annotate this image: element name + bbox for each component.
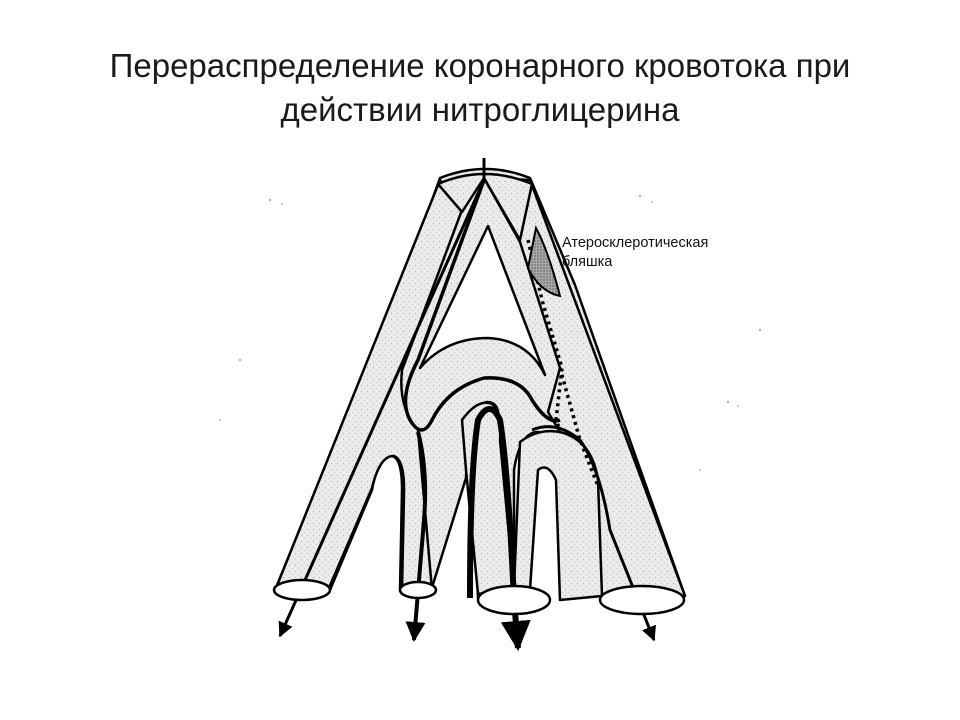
plaque-label-line-2: бляшка (562, 254, 613, 270)
left-branch (274, 178, 464, 592)
outlet-ellipse-4 (598, 584, 686, 616)
outlet-ellipse-2 (398, 580, 438, 600)
plaque-label: Атеросклеротическая бляшка (562, 234, 708, 272)
atherosclerotic-plaque (526, 225, 562, 298)
vessel-top-cap (436, 172, 534, 242)
flow-line-main (403, 179, 561, 432)
outlet-ellipse-3 (476, 584, 552, 616)
inner-lumen (418, 224, 547, 377)
slide-title: Перераспределение коронарного кровотока … (40, 44, 920, 132)
slide-title-line-2: действии нитроглицерина (280, 91, 680, 128)
outlet-ellipse-1 (272, 578, 332, 602)
scan-speckles (219, 195, 761, 471)
slide-title-line-1: Перераспределение коронарного кровотока … (109, 47, 851, 84)
dotted-flow-line-lower (558, 367, 600, 487)
flow-line-left (278, 179, 486, 638)
flow-line-second (405, 431, 428, 642)
flow-line-third (467, 406, 531, 651)
plaque-label-line-1: Атеросклеротическая (562, 235, 709, 251)
